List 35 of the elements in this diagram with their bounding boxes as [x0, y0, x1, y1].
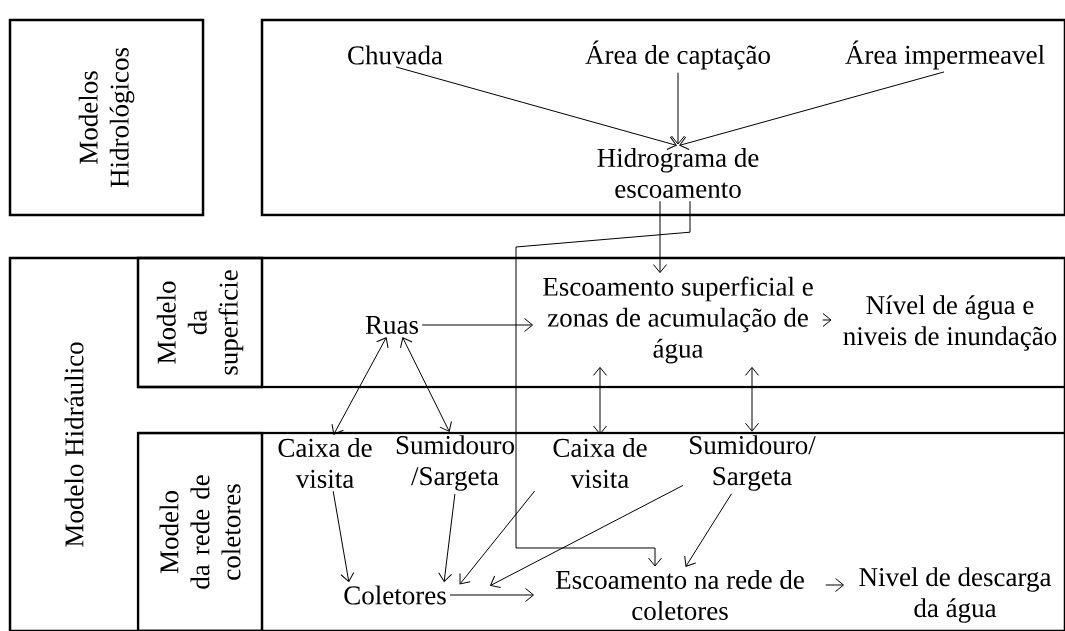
arrow — [679, 71, 945, 150]
arrow — [331, 337, 389, 435]
arrow — [684, 493, 732, 567]
flow-text: Ruas — [365, 316, 419, 334]
flow-text: Sumidouro /Sargeta — [396, 435, 514, 491]
heading-box: Modelo da superficie — [136, 256, 264, 389]
arrow — [653, 200, 667, 274]
flow-text: Hidrograma de escoamento — [597, 148, 759, 198]
arrow — [490, 484, 684, 589]
flow-text: Nivel de descarga da água — [859, 567, 1052, 623]
arrow — [332, 490, 355, 583]
flow-text: Coletores — [344, 585, 446, 605]
flow-text: Chuvada — [348, 45, 443, 65]
arrow — [745, 366, 759, 432]
arrow — [459, 490, 536, 585]
arrow — [671, 72, 685, 145]
container-box — [260, 18, 1065, 217]
arrow — [825, 578, 844, 592]
flow-text: Escoamento superficial e zonas de acumulação de água — [543, 276, 813, 364]
arrow — [515, 200, 691, 567]
flow-text: Área impermeavel — [845, 40, 1045, 70]
flow-text: Área de captação — [585, 40, 770, 70]
arrow — [395, 66, 677, 150]
flow-text: Escoamento na rede de coletores — [556, 570, 804, 620]
flow-text: Sumidouro/ Sargeta — [690, 435, 816, 491]
flow-text: Caixa de visita — [553, 438, 647, 488]
arrow — [449, 588, 534, 602]
flow-text: Caixa de visita — [278, 438, 372, 488]
flow-text: Nível de água e niveis de inundação — [843, 295, 1057, 351]
arrow — [438, 493, 456, 582]
heading-box: Modelo da rede de coletores — [136, 431, 264, 631]
arrow — [593, 366, 607, 435]
heading-box: Modelos Hidrológicos — [8, 18, 205, 217]
arrow — [421, 318, 533, 332]
arrow — [400, 337, 452, 432]
